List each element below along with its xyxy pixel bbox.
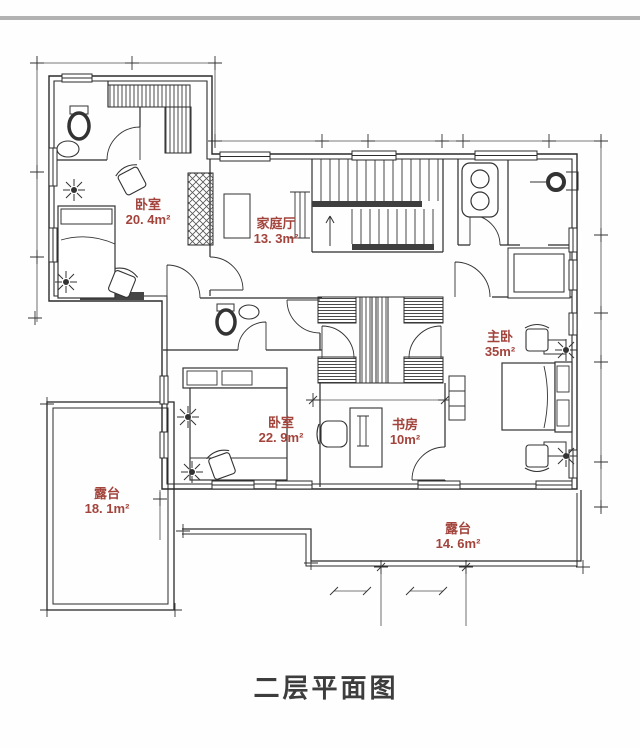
room-area: 35m² [484, 344, 516, 359]
toilet-icon [67, 111, 91, 141]
sink-icon [56, 140, 80, 158]
staircase [311, 159, 439, 250]
doors [106, 126, 501, 481]
stair-rail-upper [312, 201, 422, 207]
wardrobes [107, 84, 571, 384]
room-name: 主卧 [486, 329, 514, 344]
toilet-icon [215, 308, 237, 336]
top-divider [0, 16, 640, 20]
room-name: 家庭厅 [256, 216, 296, 231]
room-area: 14. 6m² [435, 536, 481, 551]
stair-direction-arrow [325, 215, 335, 246]
room-area: 18. 1m² [84, 501, 130, 516]
room-area: 22. 9m² [258, 430, 304, 445]
room-name: 卧室 [134, 197, 161, 212]
bed [501, 361, 573, 433]
furniture [57, 191, 573, 481]
room-label-terrace-1: 露台 18. 1m² [85, 486, 130, 516]
closet-master [507, 247, 571, 299]
room-name: 卧室 [267, 415, 294, 430]
bed [57, 205, 116, 299]
plan-caption: 二层平面图 [253, 673, 399, 703]
room-label-study: 书房 10m² [390, 417, 420, 447]
room-label-family-hall: 家庭厅 13. 3m² [254, 216, 299, 246]
room-label-master-bedroom: 主卧 35m² [485, 329, 515, 359]
toilet-icon [470, 169, 490, 189]
wardrobe-bedroom1-top [107, 84, 191, 108]
room-name: 书房 [391, 417, 419, 432]
room-label-bedroom-2: 卧室 22. 9m² [259, 415, 304, 445]
fan-icon [546, 172, 566, 192]
bathroom-fixtures [56, 105, 579, 336]
room-label-terrace-2: 露台 14. 6m² [436, 521, 481, 551]
desk [349, 407, 383, 468]
dimension-ticks [28, 56, 608, 617]
dimension-lines [30, 56, 606, 626]
wardrobe-bedroom1-side [164, 106, 192, 154]
sink-icon [238, 304, 260, 320]
room-area: 20. 4m² [125, 212, 171, 227]
cabinet-family-hall [187, 172, 214, 246]
bed [182, 367, 288, 481]
room-name: 露台 [93, 486, 120, 501]
room-area: 10m² [389, 432, 421, 447]
room-label-bedroom-1: 卧室 20. 4m² [126, 197, 171, 227]
dresser [448, 375, 466, 421]
radiator [290, 191, 310, 239]
room-name: 露台 [444, 521, 471, 536]
room-area: 13. 3m² [253, 231, 299, 246]
desk-chair [316, 420, 348, 448]
sink-icon [470, 191, 490, 211]
stair-rail-lower [352, 244, 434, 250]
terrace-parapets [46, 401, 582, 611]
table [223, 193, 251, 239]
